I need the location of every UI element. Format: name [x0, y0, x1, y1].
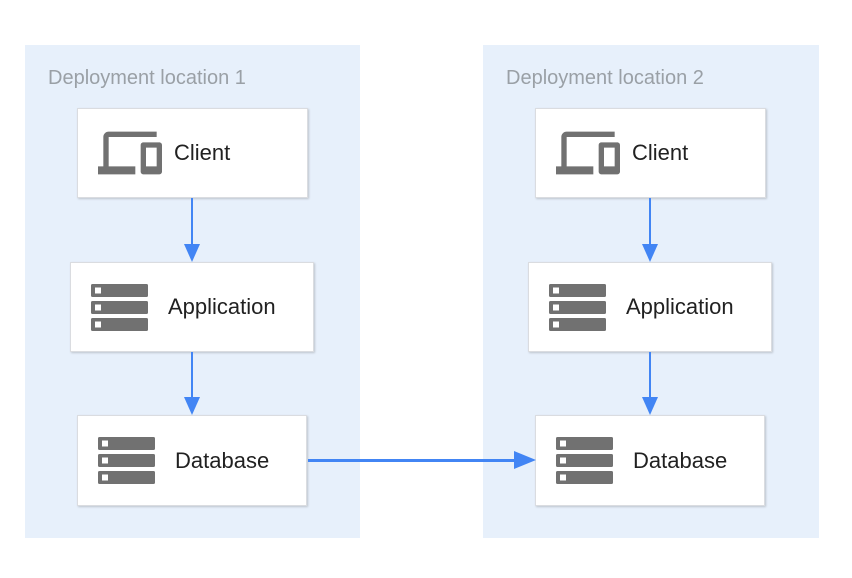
arrow-line [649, 198, 651, 246]
node-label: Client [632, 140, 689, 165]
server-stack-icon [91, 283, 148, 331]
arrow-application-to-database-2 [642, 352, 658, 415]
node-application-2: Application [528, 262, 772, 352]
node-label: Database [175, 447, 270, 473]
node-client-1: Client [77, 108, 308, 198]
devices-icon [556, 121, 620, 185]
server-stack-icon [549, 283, 606, 331]
arrow-application-to-database-1 [184, 352, 200, 415]
panel-title: Deployment location 1 [48, 67, 246, 89]
node-application-1: Application [70, 262, 314, 352]
deployment-location-1-panel: Deployment location 1 Client [25, 45, 360, 538]
arrow-client-to-application-1 [184, 198, 200, 262]
arrow-head [642, 244, 658, 262]
devices-icon [98, 121, 162, 185]
node-database-2: Database [535, 415, 765, 506]
server-stack-icon [556, 437, 613, 484]
node-database-1: Database [77, 415, 307, 506]
node-label: Database [633, 447, 728, 473]
arrow-database1-to-database2 [308, 451, 536, 470]
arrow-head [642, 397, 658, 415]
panel-title: Deployment location 2 [506, 67, 704, 89]
node-client-2: Client [535, 108, 766, 198]
arrow-client-to-application-2 [642, 198, 658, 262]
arrow-head [184, 244, 200, 262]
server-stack-icon [98, 437, 155, 484]
arrow-line [191, 352, 193, 399]
deployment-location-2-panel: Deployment location 2 Client [483, 45, 819, 538]
arrow-line [191, 198, 193, 246]
arrow-head [184, 397, 200, 415]
node-label: Application [168, 294, 276, 319]
node-label: Client [174, 140, 231, 165]
node-label: Application [626, 294, 734, 319]
arrow-head [514, 451, 536, 469]
arrow-line [308, 459, 515, 462]
arrow-line [649, 352, 651, 399]
